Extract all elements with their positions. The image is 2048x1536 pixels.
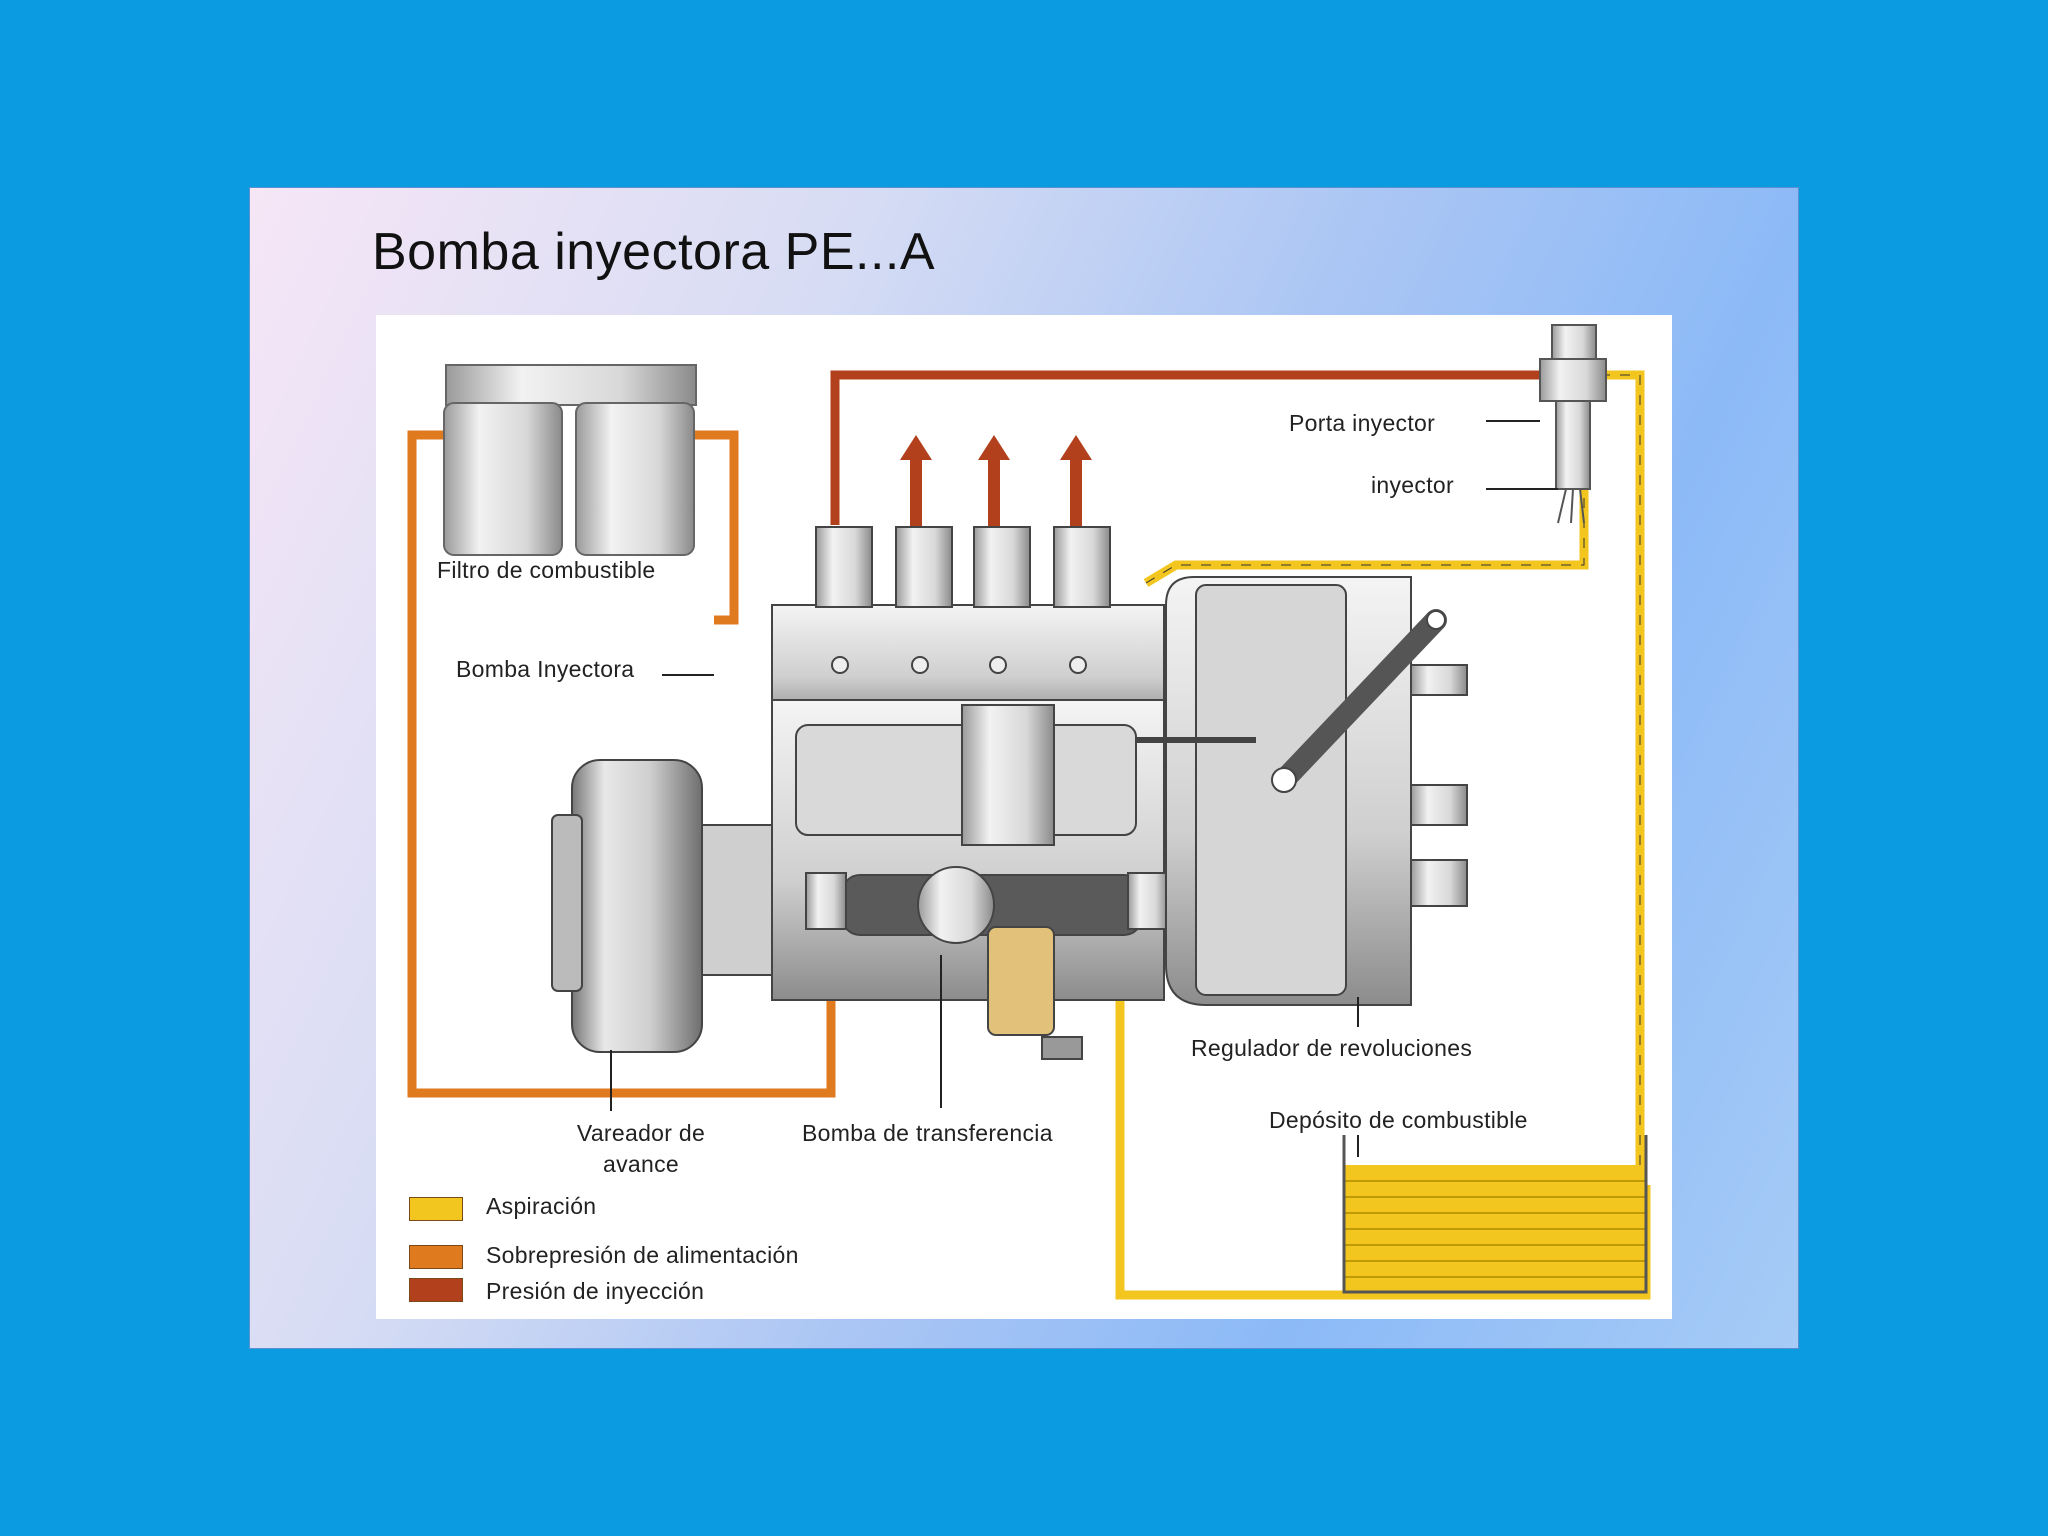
fuel-tank (1342, 1135, 1648, 1294)
legend-label-sobrepresion: Sobrepresión de alimentación (486, 1242, 799, 1268)
label-deposito: Depósito de combustible (1269, 1107, 1528, 1133)
label-bomba-transferencia: Bomba de transferencia (802, 1120, 1053, 1146)
injection-pressure-line (830, 370, 1540, 525)
label-regulador: Regulador de revoluciones (1191, 1035, 1473, 1061)
label-variador-line1: Vareador de (576, 1120, 706, 1146)
fuel-filters (443, 364, 697, 556)
label-variador-line2: avance (603, 1151, 679, 1177)
diagram-area: Porta inyector inyector Filtro de combus… (376, 315, 1672, 1319)
leader-lines (610, 420, 1558, 1157)
label-filtro: Filtro de combustible (437, 557, 656, 583)
legend-swatch-aspiracion (409, 1197, 463, 1221)
outlet-arrows (900, 435, 1092, 537)
pump-diagram (407, 324, 1651, 1300)
label-inyector: inyector (1371, 472, 1454, 498)
injector-holder (1539, 324, 1607, 524)
legend-swatch-presion (409, 1278, 463, 1302)
legend-label-aspiracion: Aspiración (486, 1193, 597, 1219)
governor-housing (1136, 576, 1468, 1006)
legend-label-presion: Presión de inyección (486, 1278, 705, 1304)
feed-pressure-lines (407, 430, 836, 1098)
injection-pump-body (771, 526, 1169, 1060)
legend-swatch-sobrepresion (409, 1245, 463, 1269)
label-porta-inyector: Porta inyector (1289, 410, 1436, 436)
advance-timer (551, 759, 773, 1053)
label-bomba-inyectora: Bomba Inyectora (456, 656, 635, 682)
slide-title: Bomba inyectora PE...A (372, 223, 936, 281)
